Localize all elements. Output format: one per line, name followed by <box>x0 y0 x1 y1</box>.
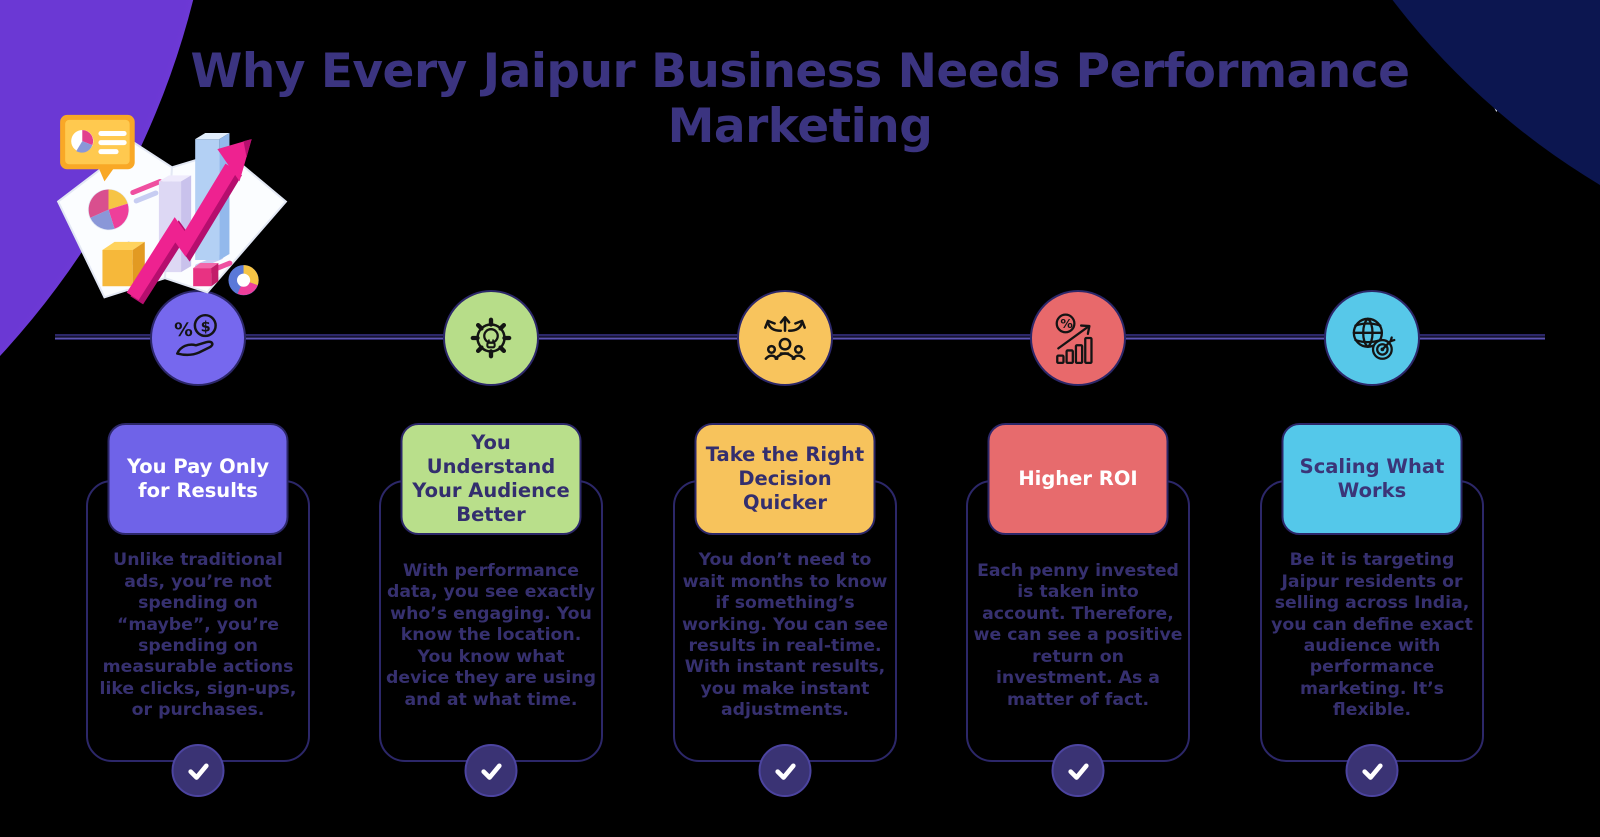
pay-per-result-icon-circle: % $ <box>150 290 246 386</box>
benefit-description: Unlike traditional ads, you’re not spend… <box>99 550 297 721</box>
benefit-column-understand-audience: You Understand Your Audience Better With… <box>376 290 606 835</box>
benefit-column-higher-roi: % Higher ROI Each penny invested is take… <box>963 290 1193 835</box>
benefit-description: Each penny invested is taken into accoun… <box>973 560 1183 710</box>
percent-growth-chart-icon: % <box>1055 313 1093 365</box>
benefit-card: Each penny invested is taken into accoun… <box>966 480 1190 762</box>
person-decision-arrows-icon <box>764 316 806 360</box>
benefit-card: Be it is targeting Jaipur residents or s… <box>1260 480 1484 762</box>
check-icon <box>1361 762 1383 780</box>
roi-growth-icon-circle: % <box>1030 290 1126 386</box>
decision-icon-circle <box>737 290 833 386</box>
check-icon <box>480 762 502 780</box>
svg-text:$: $ <box>201 319 211 335</box>
percent-dollar-hand-icon: % $ <box>174 313 217 357</box>
check-badge <box>1051 744 1105 797</box>
check-icon <box>187 762 209 780</box>
benefit-card: You don’t need to wait months to know if… <box>673 480 897 762</box>
benefit-description: Be it is targeting Jaipur residents or s… <box>1271 550 1473 721</box>
benefit-header-label: You Pay Only for Results <box>126 455 270 502</box>
check-badge <box>758 744 812 797</box>
check-icon <box>774 762 796 780</box>
gear-lightbulb-icon <box>470 317 512 359</box>
benefit-header-label: Take the Right Decision Quicker <box>705 443 865 514</box>
svg-text:%: % <box>174 320 193 341</box>
benefit-header-label: Higher ROI <box>1018 467 1138 491</box>
audience-insight-icon-circle <box>443 290 539 386</box>
benefit-description: With performance data, you see exactly w… <box>386 560 596 710</box>
benefit-header: You Understand Your Audience Better <box>400 423 582 535</box>
check-icon <box>1067 762 1089 780</box>
benefit-column-pay-only-for-results: % $ You Pay Only for Results Unlike trad… <box>83 290 313 835</box>
check-badge <box>464 744 518 797</box>
scaling-icon-circle <box>1324 290 1420 386</box>
benefit-header: Take the Right Decision Quicker <box>694 423 876 535</box>
page-title: Why Every Jaipur Business Needs Performa… <box>190 44 1410 155</box>
benefit-card: Unlike traditional ads, you’re not spend… <box>86 480 310 762</box>
benefit-header: You Pay Only for Results <box>107 423 289 535</box>
benefit-header-label: You Understand Your Audience Better <box>412 431 570 526</box>
benefit-description: You don’t need to wait months to know if… <box>681 550 889 721</box>
benefit-column-right-decision: Take the Right Decision Quicker You don’… <box>670 290 900 835</box>
benefit-header-label: Scaling What Works <box>1299 455 1445 502</box>
check-badge <box>1345 744 1399 797</box>
globe-target-icon <box>1352 317 1396 360</box>
benefit-header: Higher ROI <box>987 423 1169 535</box>
benefit-column-scaling-what-works: Scaling What Works Be it is targeting Ja… <box>1257 290 1487 835</box>
check-badge <box>171 744 225 797</box>
svg-text:%: % <box>1060 316 1073 331</box>
benefit-header: Scaling What Works <box>1281 423 1463 535</box>
analytics-illustration <box>56 114 288 305</box>
